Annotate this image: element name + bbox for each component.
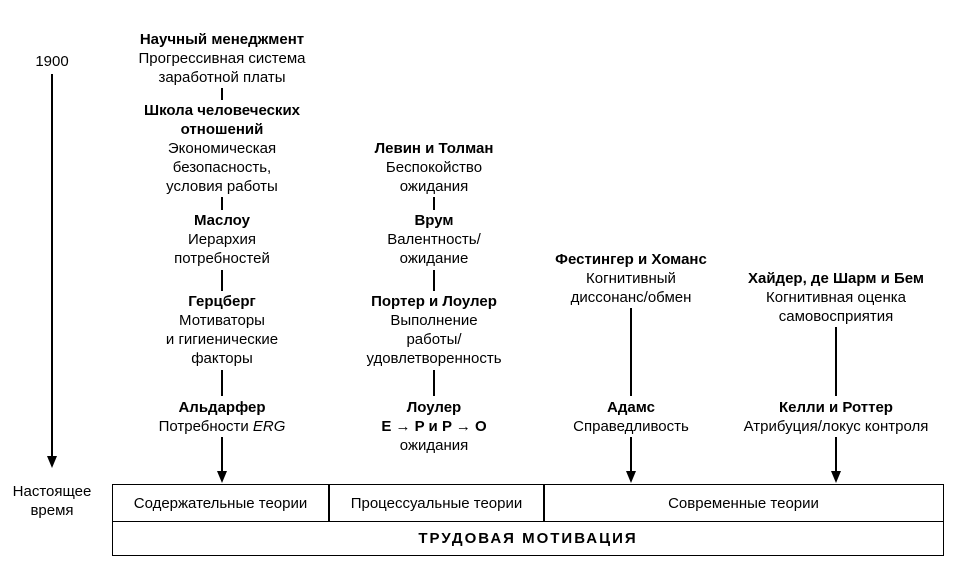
- node-title: отношений: [180, 121, 264, 138]
- node-title: Портер и Лоулер: [371, 293, 497, 310]
- category-content: Содержательные теории: [133, 494, 308, 512]
- adams-node: Адамс Справедливость: [573, 398, 689, 436]
- node-desc: заработной платы: [158, 69, 286, 86]
- work-motivation-title-bar: ТРУДОВАЯ МОТИВАЦИЯ: [112, 521, 944, 556]
- lewin-tolman-node: Левин и Толман Беспокойство ожидания: [375, 139, 494, 196]
- category-modern: Современные теории: [668, 494, 819, 512]
- arrow-down-icon: [217, 471, 227, 483]
- human-relations-node: Школа человеческих отношений Экономическ…: [144, 101, 300, 196]
- node-title: Маслоу: [193, 212, 251, 229]
- category-process: Процессуальные теории: [350, 494, 523, 512]
- timeline-end-line2: время: [30, 502, 74, 519]
- connector-line: [630, 437, 632, 473]
- node-desc: Экономическая: [167, 140, 277, 157]
- work-motivation-title: ТРУДОВАЯ МОТИВАЦИЯ: [418, 530, 638, 547]
- node-title: Врум: [414, 212, 454, 229]
- node-desc: Иерархия: [188, 231, 256, 248]
- vroom-node: Врум Валентность/ ожидание: [387, 211, 481, 268]
- alderfer-node: Альдарфер Потребности ERG: [159, 398, 286, 436]
- node-desc: ожидания: [399, 178, 469, 195]
- node-desc: удовлетворенность: [366, 350, 502, 367]
- node-desc: условия работы: [166, 178, 278, 195]
- connector-line: [433, 197, 435, 210]
- node-desc: самовосприятия: [778, 308, 894, 325]
- timeline-start-label: 1900: [35, 53, 69, 70]
- connector-line: [221, 197, 223, 210]
- node-desc: и гигиенические: [165, 331, 279, 348]
- connector-line: [221, 88, 223, 100]
- festinger-homans-node: Фестингер и Хоманс Когнитивный диссонанс…: [555, 250, 707, 307]
- categories-bar: Содержательные теории Процессуальные тео…: [112, 484, 944, 522]
- node-desc: потребностей: [174, 250, 270, 267]
- connector-line: [835, 327, 837, 396]
- connector-line: [221, 270, 223, 291]
- timeline-end-label: Настоящее время: [13, 482, 92, 520]
- connector-line: [221, 437, 223, 473]
- node-desc: диссонанс/обмен: [570, 289, 692, 306]
- node-desc: работы/: [406, 331, 462, 348]
- node-desc: Мотиваторы: [179, 312, 265, 329]
- timeline-end-line1: Настоящее: [12, 483, 92, 500]
- category-divider: [328, 485, 330, 521]
- node-desc-text: Потребности: [158, 418, 249, 435]
- node-desc: Валентность/: [387, 231, 481, 248]
- connector-line: [630, 308, 632, 396]
- timeline-line: [51, 74, 53, 458]
- arrow-down-icon: [831, 471, 841, 483]
- scientific-management-node: Научный менеджмент Прогрессивная система…: [139, 30, 306, 87]
- category-divider: [543, 485, 545, 521]
- node-desc: Прогрессивная система: [138, 50, 306, 67]
- lawler-node: Лоулер E → P и P → O ожидания: [381, 398, 486, 455]
- connector-line: [433, 270, 435, 291]
- node-desc-emphasis: ERG: [252, 418, 286, 435]
- node-desc: Атрибуция/локус контроля: [743, 418, 929, 435]
- connector-line: [433, 370, 435, 396]
- node-title: Фестингер и Хоманс: [555, 251, 707, 268]
- node-desc: Беспокойство: [385, 159, 483, 176]
- heider-decharms-bem-node: Хайдер, де Шарм и Бем Когнитивная оценка…: [748, 269, 924, 326]
- node-desc: Справедливость: [573, 418, 689, 435]
- node-title: Келли и Роттер: [779, 399, 893, 416]
- node-desc: Когнитивный: [586, 270, 676, 287]
- node-title: Левин и Толман: [374, 140, 494, 157]
- node-desc: Потребности ERG: [159, 417, 286, 436]
- node-desc: ожидания: [399, 437, 469, 454]
- connector-line: [221, 370, 223, 396]
- node-desc: Выполнение: [390, 312, 478, 329]
- node-title: Лоулер: [406, 399, 462, 416]
- herzberg-node: Герцберг Мотиваторы и гигиенические факт…: [166, 292, 278, 368]
- arrow-down-icon: [626, 471, 636, 483]
- node-formula: E → P и P → O: [381, 418, 487, 435]
- porter-lawler-node: Портер и Лоулер Выполнение работы/ удовл…: [366, 292, 501, 368]
- node-title: Адамс: [607, 399, 655, 416]
- timeline-arrow-icon: [47, 456, 57, 468]
- node-title: Альдарфер: [178, 399, 266, 416]
- node-title: Герцберг: [188, 293, 256, 310]
- node-desc: ожидание: [399, 250, 469, 267]
- node-desc: безопасность,: [172, 159, 272, 176]
- node-title: Хайдер, де Шарм и Бем: [747, 270, 925, 287]
- node-title: Школа человеческих: [143, 102, 301, 119]
- node-desc: факторы: [191, 350, 253, 367]
- node-title: Научный менеджмент: [139, 31, 305, 48]
- node-desc: Когнитивная оценка: [766, 289, 906, 306]
- maslow-node: Маслоу Иерархия потребностей: [174, 211, 270, 268]
- kelley-rotter-node: Келли и Роттер Атрибуция/локус контроля: [744, 398, 929, 436]
- connector-line: [835, 437, 837, 473]
